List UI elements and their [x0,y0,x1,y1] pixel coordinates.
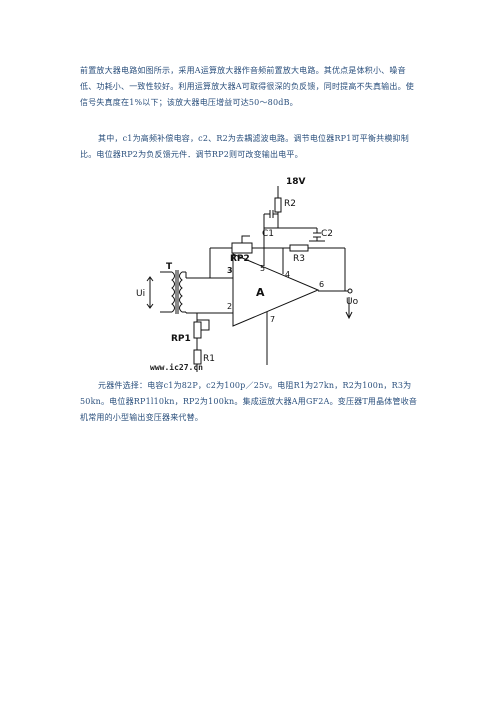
opamp-label: A [256,286,265,299]
rp1-label: RP1 [171,334,191,344]
r1-label: R1 [203,354,215,364]
intro-paragraph: 前置放大器电路如图所示，采用A运算放大器作音频前置放大电路。其优点是体积小、噪音… [80,66,414,107]
watermark-text: www.ic27.cn [150,362,203,372]
pin2-label: 2 [227,302,232,311]
r2-label: R2 [284,199,296,209]
pin5-label: 5 [260,264,265,273]
transformer-label: T [166,262,173,272]
pin6-label: 6 [319,280,324,289]
output-label: Uo [346,297,359,307]
components-paragraph: 其中，c1为高频补偿电容，c2、R2为去耦滤波电路。调节电位器RP1可平衡共模抑… [80,134,409,159]
pin4-label: 4 [285,270,290,279]
rp2-label: RP2 [230,254,250,264]
pin7-label: 7 [270,315,275,324]
pin3-label: 3 [227,266,233,275]
parts-list-paragraph: 元器件选择：电容c1为82P，c2为100p／25v。电阻R1为27kn，R2为… [80,381,418,422]
c1-label: C1 [262,229,274,239]
c2-label: C2 [321,229,333,239]
supply-label: 18V [286,177,306,187]
input-label: Ui [136,289,145,299]
r3-label: R3 [293,254,305,264]
